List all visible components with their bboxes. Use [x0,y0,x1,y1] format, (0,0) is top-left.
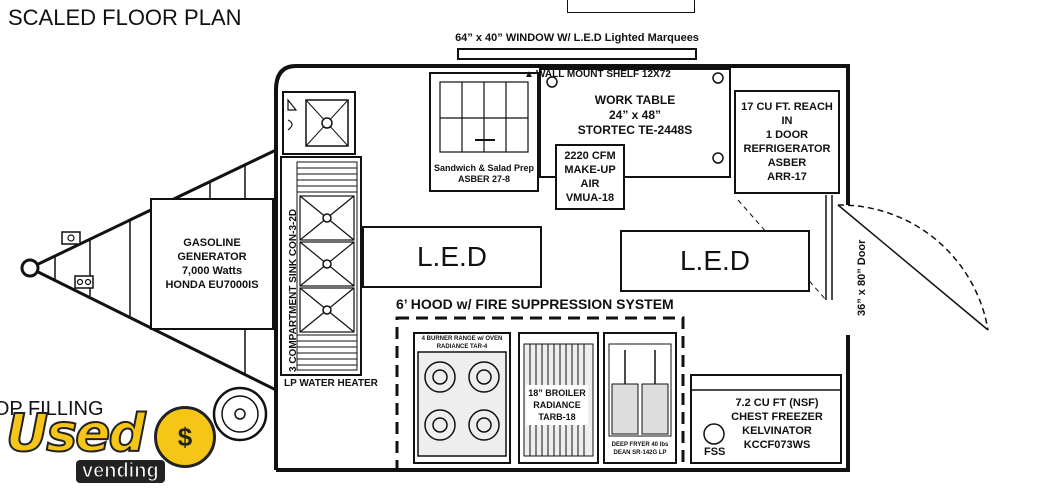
sink-label: 3 COMPARTMENT SINK CON-3-2D [288,208,299,372]
logo-coin-icon: $ [154,406,216,468]
freezer-label: 7.2 CU FT (NSF) CHEST FREEZER KELVINATOR… [716,394,838,454]
broiler-label: 18” BROILER RADIANCE TARB-18 [526,385,588,425]
sandwich-prep-line2: ASBER 27-8 [457,174,511,184]
broiler-line3: TARB-18 [538,412,576,422]
generator-line4: HONDA EU7000IS [165,279,259,291]
refrigerator-line2: 1 DOOR [765,129,809,141]
range-line1: 4 BURNER RANGE w/ OVEN [421,336,503,342]
top-filling-label: TOP FILLING [0,398,104,420]
fss-label: FSS [704,446,726,458]
refrigerator-line4: ASBER [767,157,807,169]
shelf-arrow-icon: ▲ [524,69,534,80]
worktable-line3: STORTEC TE-2448S [577,122,693,137]
used-vending-logo: Used $ vending [5,403,221,500]
top-right-box [567,0,695,13]
fryer-line2: DEAN SR-142G LP [613,450,667,456]
page-title: SCALED FLOOR PLAN [8,5,242,30]
generator: GASOLINE GENERATOR 7,000 Watts HONDA EU7… [150,198,274,330]
window-label: 64” x 40” WINDOW W/ L.E.D Lighted Marque… [455,32,699,44]
generator-line1: GASOLINE [183,237,241,249]
makeup-air-line3: VMUA-18 [565,192,615,204]
led-left-label: L.E.D [416,241,488,272]
refrigerator-line5: ARR-17 [767,171,807,183]
fryer-label: DEEP FRYER 40 lbs DEAN SR-142G LP [604,438,676,460]
refrigerator-line1: 17 CU FT. REACH IN [741,101,833,127]
refrigerator: 17 CU FT. REACH IN 1 DOOR REFRIGERATOR A… [734,90,840,194]
makeup-air-line1: 2220 CFM [564,150,616,162]
freezer-line2: CHEST FREEZER [731,411,823,423]
worktable-line1: WORK TABLE [594,92,676,107]
fryer-line1: DEEP FRYER 40 lbs [611,442,669,448]
broiler-line1: 18” BROILER [528,388,586,398]
broiler-line2: RADIANCE [533,400,581,410]
water-heater-label: LP WATER HEATER [284,378,378,389]
logo-sub: vending [76,460,165,483]
range-label: 4 BURNER RANGE w/ OVEN RADIANCE TAR-4 [414,334,510,352]
sandwich-prep-line1: Sandwich & Salad Prep [433,163,535,173]
door-label: 36” x 80” Door [856,239,868,316]
freezer-line4: KCCF073WS [743,439,811,451]
freezer-line1: 7.2 CU FT (NSF) [735,397,819,409]
freezer-line3: KELVINATOR [742,425,812,437]
refrigerator-line3: REFRIGERATOR [743,143,831,155]
generator-line2: GENERATOR [177,251,247,263]
logo-word: Used [5,403,147,465]
makeup-air-unit: 2220 CFM MAKE-UP AIR VMUA-18 [555,144,625,210]
worktable-label: WORK TABLE 24” x 48” STORTEC TE-2448S [560,90,710,140]
shelf-label: WALL MOUNT SHELF 12X72 [536,69,671,80]
worktable-line2: 24” x 48” [608,107,662,122]
led-panel-right: L.E.D [620,230,810,292]
led-panel-left: L.E.D [362,226,542,288]
makeup-air-line2: MAKE-UP AIR [564,164,616,190]
generator-line3: 7,000 Watts [181,265,243,277]
sandwich-prep-label: Sandwich & Salad Prep ASBER 27-8 [430,158,538,190]
hood-label: 6’ HOOD w/ FIRE SUPPRESSION SYSTEM [396,296,674,312]
led-right-label: L.E.D [679,245,751,276]
range-line2: RADIANCE TAR-4 [436,344,488,350]
